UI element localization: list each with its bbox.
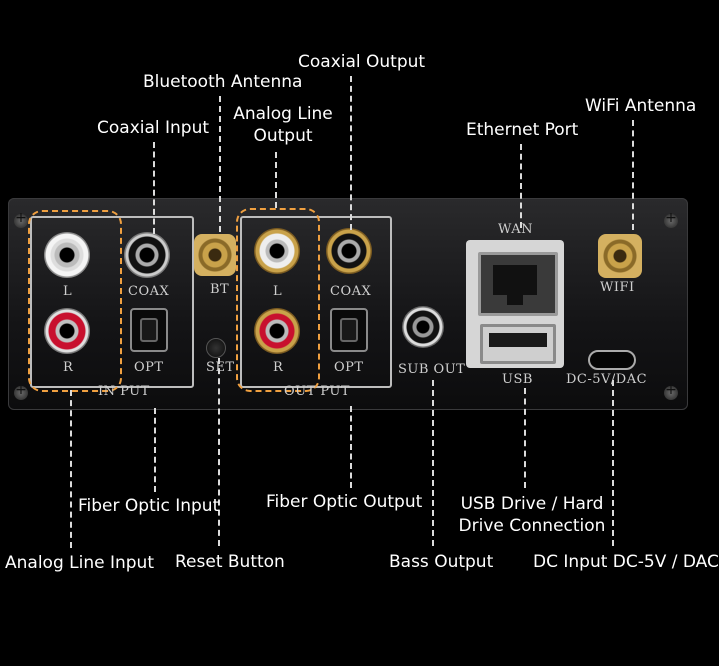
leader-fiber-optic-output [350,406,352,488]
panel-screw [14,210,28,228]
wifi-label: WIFI [600,280,635,295]
callout-bluetooth-antenna: Bluetooth Antenna [143,72,303,92]
leader-coaxial-output [350,76,352,230]
ethernet-port [478,252,558,316]
rca-output-left [254,228,300,274]
callout-analog-line-input: Analog Line Input [5,553,154,573]
rca-input-right [44,308,90,354]
leader-wifi-antenna [632,120,634,230]
output-l-label: L [273,284,283,299]
analog-output-highlight [236,208,320,392]
set-label: SET [206,360,235,375]
reset-button[interactable] [206,338,226,358]
sub-out-label: SUB OUT [398,362,466,377]
usb-port [480,324,556,364]
coax-output-jack [326,228,372,274]
leader-bass-output [432,380,434,546]
output-group-label: OUT PUT [284,384,351,399]
input-group-label: IN PUT [98,384,150,399]
callout-fiber-optic-input: Fiber Optic Input [78,496,220,516]
callout-fiber-optic-output: Fiber Optic Output [266,492,423,512]
leader-reset-button [218,358,220,546]
wifi-antenna-connector [598,234,642,278]
opt-input-label: OPT [134,360,164,375]
leader-analog-line-output [275,152,277,208]
leader-analog-line-input [70,390,72,548]
panel-screw [14,382,28,400]
opt-output-label: OPT [334,360,364,375]
wan-label: WAN [498,222,533,237]
rca-input-left [44,232,90,278]
callout-bass-output: Bass Output [389,552,494,572]
coax-output-label: COAX [330,284,372,299]
rca-output-right [254,308,300,354]
optical-input-port [130,308,168,352]
callout-ethernet-port: Ethernet Port [466,120,579,140]
panel-screw [664,210,678,228]
usb-label: USB [502,372,533,387]
output-r-label: R [273,360,284,375]
leader-coaxial-input [153,142,155,234]
leader-bluetooth-antenna [219,96,221,232]
leader-usb-drive [524,388,526,488]
coax-input-label: COAX [128,284,170,299]
sub-out-jack [402,306,444,348]
bt-label: BT [210,282,230,297]
callout-dc-input: DC Input DC-5V / DAC [533,552,719,572]
device-rear-panel: L R COAX OPT IN PUT BT SET L R COAX OPT … [8,198,688,410]
coax-input-jack [124,232,170,278]
callout-analog-line-output: Analog Line Output [233,104,333,146]
callout-reset-button: Reset Button [175,552,285,572]
leader-ethernet-port [520,144,522,228]
optical-output-port [330,308,368,352]
callout-wifi-antenna: WiFi Antenna [585,96,697,116]
dc-label: DC-5V/DAC [566,372,648,387]
leader-fiber-optic-input [154,408,156,492]
panel-screw [664,382,678,400]
leader-dc-input [612,380,614,546]
callout-coaxial-input: Coaxial Input [97,118,210,138]
input-r-label: R [63,360,74,375]
input-l-label: L [63,284,73,299]
bluetooth-antenna-connector [194,234,236,276]
callout-usb-drive: USB Drive / Hard Drive Connection [458,494,606,536]
analog-input-highlight [28,210,122,392]
usb-c-dc-port [588,350,636,370]
callout-coaxial-output: Coaxial Output [298,52,426,72]
